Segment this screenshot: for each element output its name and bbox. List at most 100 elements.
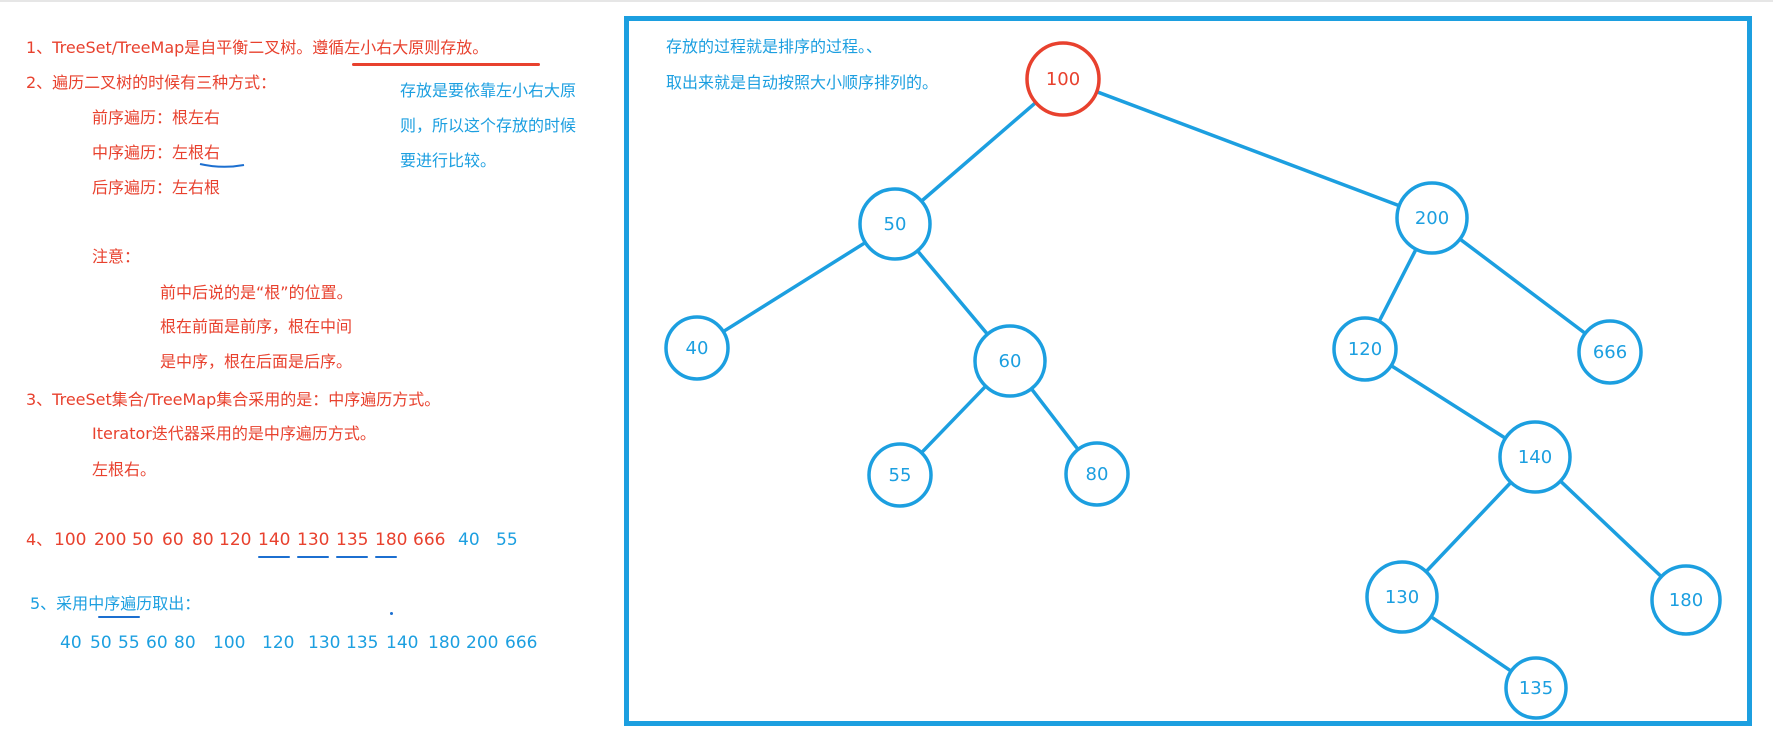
node-circle [1064,441,1130,507]
insert-value-40: 40 [458,530,480,550]
insert-value-120: 120 [219,530,252,550]
edge-n100-n200 [1094,89,1401,208]
node-circle [1365,560,1439,634]
note-line-1: 1、TreeSet/TreeMap是自平衡二叉树。遵循左小右大原则存放。 [26,38,488,58]
insert-order-prefix: 4、 [26,530,53,549]
note-line-5-a: 5、采用 [30,594,89,613]
note-line-5-b: 中序遍历 [88,594,153,613]
inorder-value-130: 130 [308,633,341,653]
insert-value-60: 60 [162,530,184,550]
edge-n60-n55 [919,384,988,455]
emphasis-underline [352,63,540,66]
note-line-3b: Iterator迭代器采用的是中序遍历方式。 [92,424,376,443]
inorder-value-180: 180 [428,633,461,653]
node-circle [1650,564,1722,636]
inorder-value-80: 80 [174,633,196,653]
tree-node-200: 200 [1395,181,1469,255]
inorder-underline [199,163,245,168]
preorder-line: 前序遍历：根左右 [92,108,221,127]
postorder-line: 后序遍历：左右根 [92,178,221,197]
note-line-5: 5、采用中序遍历取出： [30,594,200,614]
side-note-3: 要进行比较。 [400,151,497,170]
tree-node-120: 120 [1332,316,1398,382]
inorder-value-666: 666 [505,633,538,653]
inorder-value-140: 140 [386,633,419,653]
sequence-underline [258,556,290,558]
inorder-order: 左根右 [172,143,221,162]
inorder-label: 中序遍历： [92,143,173,162]
inorder-line: 中序遍历：左根右 [92,143,220,163]
inorder-value-120: 120 [262,633,295,653]
edge-n120-n140 [1389,363,1508,440]
tree-node-40: 40 [664,315,730,381]
inorder-value-55: 55 [118,633,140,653]
tree-node-140: 140 [1498,420,1572,494]
tree-node-80: 80 [1064,441,1130,507]
node-label: 135 [1519,678,1553,699]
edge-n60-n80 [1029,386,1080,452]
node-label: 60 [999,351,1022,372]
edge-n50-n40 [721,240,868,334]
edge-n50-n60 [915,249,990,336]
note-line-1-emphasis: 遵循左小右大原则存放。 [312,38,489,57]
note-3: 是中序，根在后面是后序。 [160,352,353,371]
insert-value-130: 130 [297,530,330,550]
tree-node-50: 50 [858,187,932,261]
edge-n140-n130 [1424,480,1513,574]
inorder-value-135: 135 [346,633,379,653]
tree-node-130: 130 [1365,560,1439,634]
inorder-value-50: 50 [90,633,112,653]
node-circle [867,442,933,508]
insert-value-180: 180 [375,530,408,550]
node-circle [1577,319,1643,385]
insert-value-80: 80 [192,530,214,550]
note-title: 注意： [92,247,141,266]
node-label: 40 [686,338,709,359]
insert-value-200: 200 [94,530,127,550]
side-note-2: 则，所以这个存放的时候 [400,116,577,135]
sequence-underline [336,556,368,558]
inorder-value-60: 60 [146,633,168,653]
node-circle [1025,41,1101,117]
node-label: 100 [1046,69,1080,90]
node-circle [1504,656,1568,720]
node-circle [1332,316,1398,382]
node-label: 180 [1669,590,1703,611]
node-label: 666 [1593,342,1627,363]
tree-node-666: 666 [1577,319,1643,385]
sequence-underline [297,556,329,558]
tree-node-60: 60 [973,324,1047,398]
top-border [0,0,1773,2]
side-note-1: 存放是要依靠左小右大原 [400,81,577,100]
node-circle [973,324,1047,398]
node-circle [1395,181,1469,255]
node-label: 55 [889,465,912,486]
insert-value-100: 100 [54,530,87,550]
insert-value-135: 135 [336,530,369,550]
node-label: 50 [884,214,907,235]
note-line-1-text: 1、TreeSet/TreeMap是自平衡二叉树。 [26,38,313,57]
note-line-3: 3、TreeSet集合/TreeMap集合采用的是：中序遍历方式。 [26,390,441,409]
inorder-value-200: 200 [466,633,499,653]
node-label: 80 [1086,464,1109,485]
node-label: 120 [1348,339,1382,360]
edge-n140-n180 [1558,479,1664,579]
node-circle [1498,420,1572,494]
node-label: 130 [1385,587,1419,608]
note-line-3c: 左根右。 [92,460,157,479]
note-2: 根在前面是前序，根在中间 [160,317,353,336]
inorder-word-underline [98,616,140,618]
edge-n100-n50 [919,100,1038,203]
tree-node-100: 100 [1025,41,1101,117]
insert-value-50: 50 [132,530,154,550]
inorder-value-100: 100 [213,633,246,653]
note-line-2: 2、遍历二叉树的时候有三种方式： [26,73,277,92]
node-circle [664,315,730,381]
diagram-frame [624,16,1752,726]
note-1: 前中后说的是“根”的位置。 [160,283,353,302]
diagram-caption-2: 取出来就是自动按照大小顺序排列的。 [666,73,939,92]
diagram-caption-1: 存放的过程就是排序的过程。、 [666,37,883,56]
edge-n200-n666 [1458,237,1587,336]
tree-node-180: 180 [1650,564,1722,636]
